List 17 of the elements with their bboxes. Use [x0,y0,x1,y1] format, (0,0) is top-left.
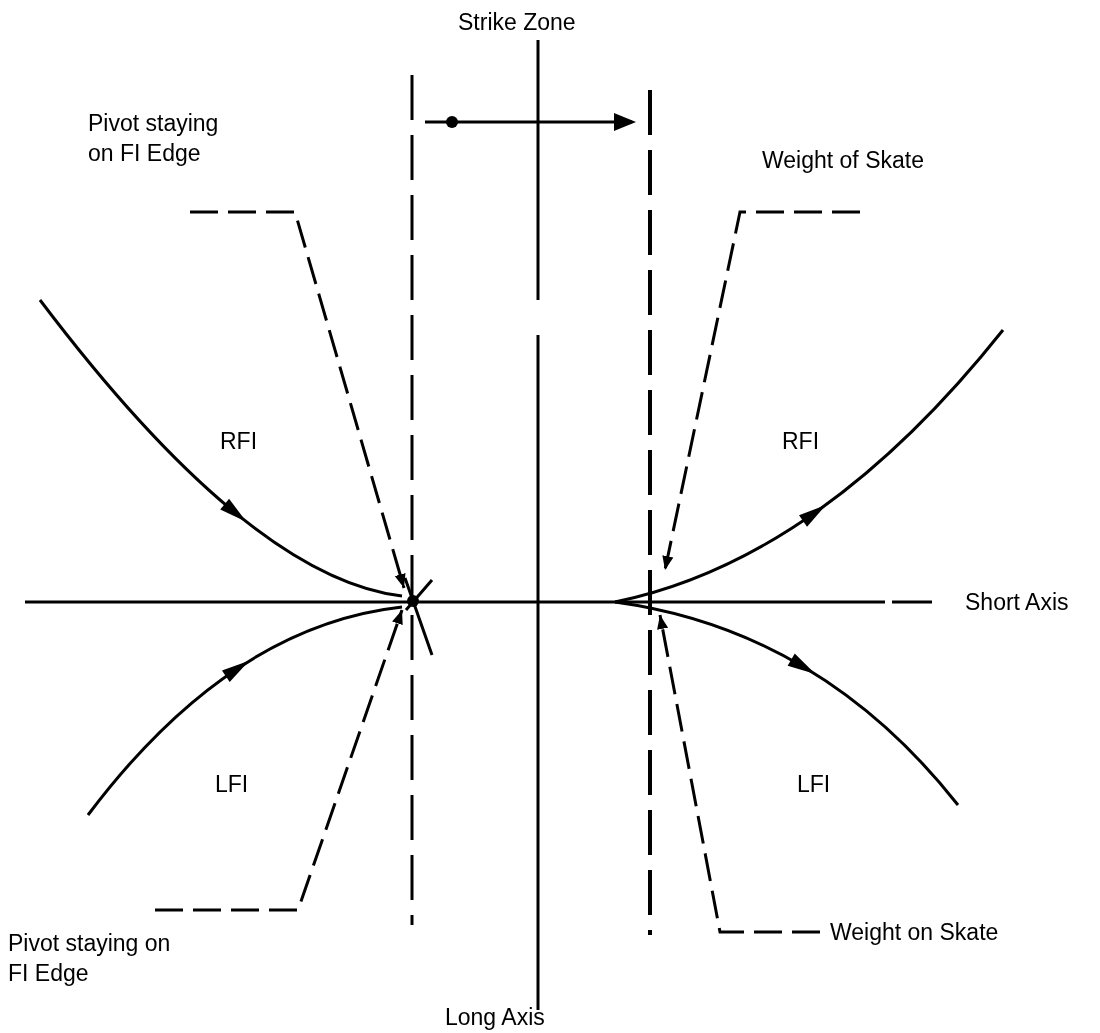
region-label: LFI [215,770,249,798]
region-label: RFI [782,427,820,455]
callout-text: Weight on Skate [830,918,1000,947]
axis-label: Short Axis [965,588,1069,616]
skating-curve [86,605,403,816]
leader-line [155,609,404,912]
axis-label: Long Axis [445,1003,545,1031]
callout-text: Weight of Skate [762,146,925,175]
callout-text: Pivot staying on FI Edge [88,109,220,168]
skating-curve [38,299,403,598]
axis-label: Strike Zone [458,8,576,36]
leader-line [657,614,820,934]
leader-line [190,210,406,589]
region-label: LFI [797,770,831,798]
leader-line [662,210,860,571]
callout-text: Pivot staying on FI Edge [8,929,172,988]
region-label: RFI [220,427,258,455]
